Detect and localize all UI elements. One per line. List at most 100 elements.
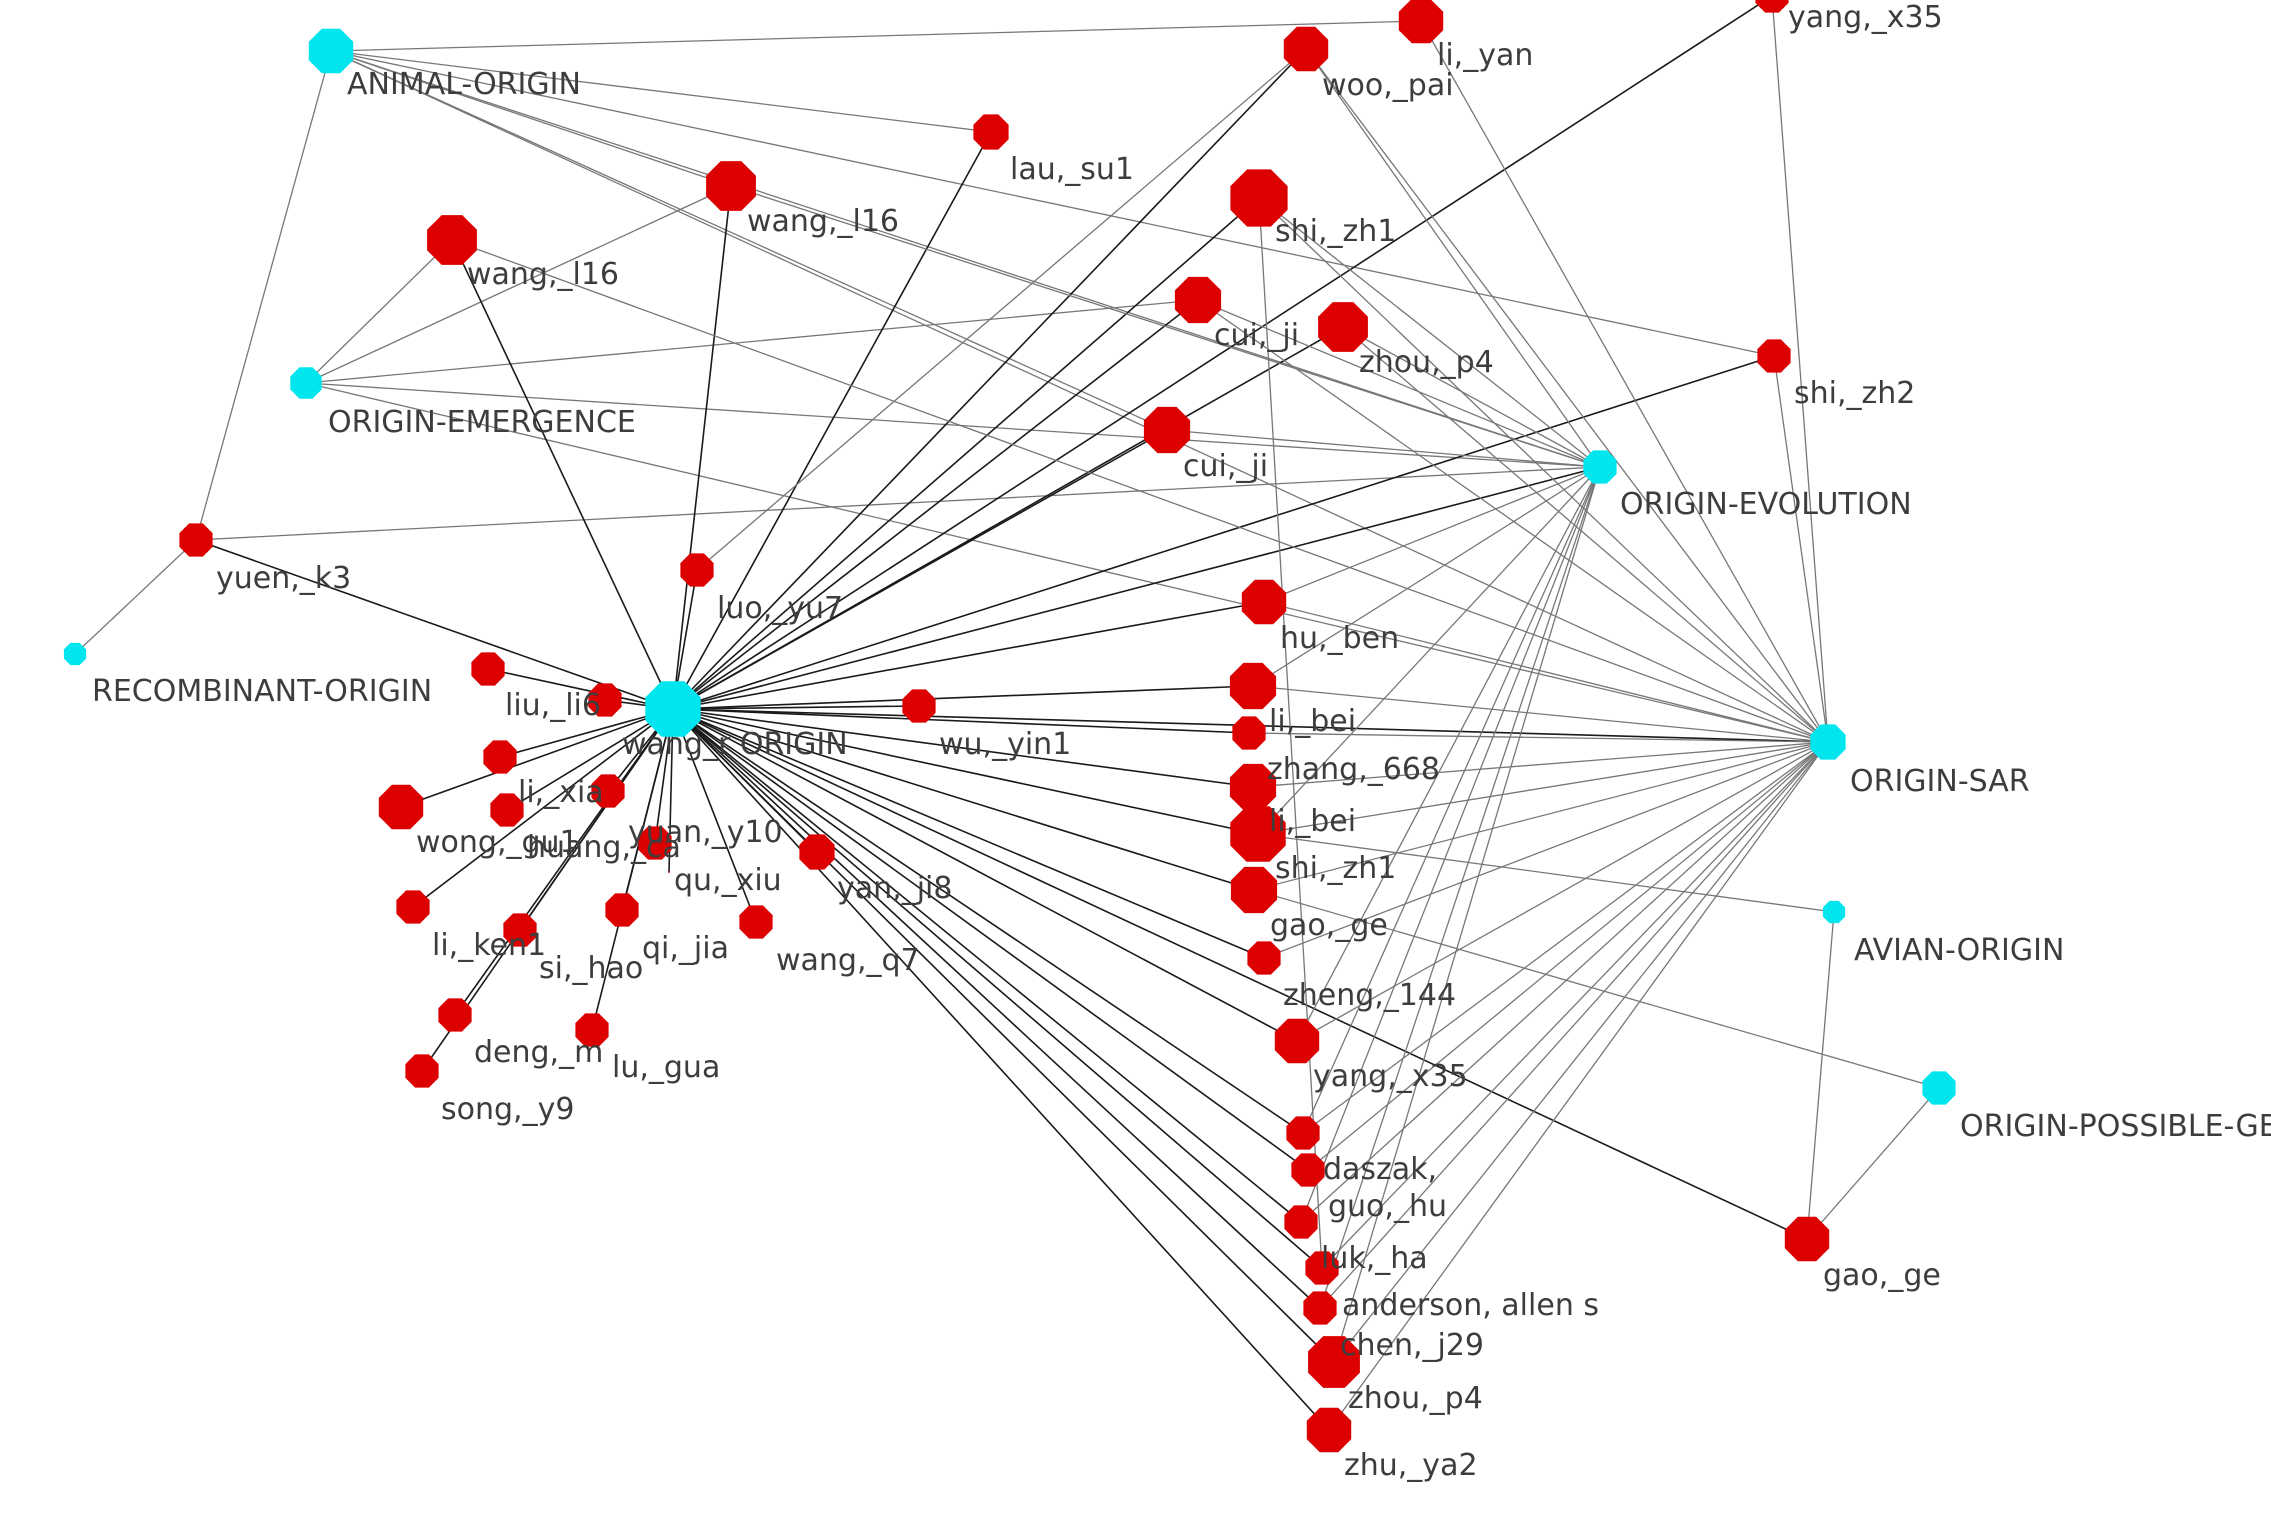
label-wang_l16_b: wang,_l16 <box>467 257 619 292</box>
node-zheng_144[interactable] <box>1247 941 1281 975</box>
node-origin_evolution[interactable] <box>1583 450 1617 484</box>
node-yuan_y10[interactable] <box>638 826 672 860</box>
node-woo_pai[interactable] <box>1283 26 1329 72</box>
node-qi_jia[interactable] <box>605 893 639 927</box>
node-animal_origin[interactable] <box>308 28 354 74</box>
node-qu_xiu[interactable] <box>668 871 670 873</box>
node-wang_origin[interactable] <box>645 681 701 737</box>
node-lau_su1[interactable] <box>973 114 1009 150</box>
edge-origin_sar-zhou_p4_top <box>1342 326 1829 743</box>
edge-origin_sar-woo_pai <box>1305 48 1829 743</box>
edge-origin_evolution-daszak <box>1302 466 1601 1134</box>
node-daszak[interactable] <box>1286 1116 1320 1150</box>
edge-origin_sar-hu_ben <box>1263 601 1829 743</box>
edge-origin_sar-li_bei_b <box>1252 741 1829 788</box>
node-wu_yin1[interactable] <box>902 689 936 723</box>
label-liu_li6: liu,_li6 <box>505 688 601 723</box>
node-cui_ji_b[interactable] <box>1143 406 1191 454</box>
label-yang_x35_top: yang,_x35 <box>1788 0 1943 35</box>
node-wang_l16_b[interactable] <box>427 215 477 265</box>
node-unlabeled_1[interactable] <box>471 652 505 686</box>
label-lu_gua: lu,_gua <box>612 1050 720 1085</box>
node-shi_zh2[interactable] <box>1757 339 1791 373</box>
label-lau_su1: lau,_su1 <box>1010 152 1134 187</box>
node-anderson[interactable] <box>1305 1251 1339 1285</box>
node-luk_ha[interactable] <box>1284 1205 1318 1239</box>
node-gao_ge_mid[interactable] <box>1230 866 1278 914</box>
edge-wang_origin-wang_q7 <box>672 708 757 923</box>
label-zhou_p4_top: zhou,_p4 <box>1359 345 1494 380</box>
edge-origin_evolution-chen_j29 <box>1319 466 1601 1309</box>
node-li_ken1[interactable] <box>396 890 430 924</box>
node-unlabeled_2[interactable] <box>591 774 625 808</box>
label-qi_jia: qi,_jia <box>642 931 729 966</box>
edge-animal_origin-li_yan <box>330 20 1422 52</box>
edge-origin_sar-li_yan <box>1420 20 1829 743</box>
edge-wang_origin-zhu_ya2 <box>672 708 1330 1431</box>
node-yuen_k3[interactable] <box>179 523 213 557</box>
node-origin_sar[interactable] <box>1810 724 1846 760</box>
node-lu_gua[interactable] <box>575 1013 609 1047</box>
node-wang_l16_a[interactable] <box>706 161 756 211</box>
label-li_bei_a: li,_bei <box>1269 704 1356 739</box>
label-wang_origin: wang_r ORIGIN <box>622 727 848 762</box>
node-zhou_p4[interactable] <box>1308 1336 1360 1388</box>
node-li_bei_b[interactable] <box>1229 763 1277 811</box>
node-avian_origin[interactable] <box>1822 900 1846 924</box>
edge-origin_sar-anderson <box>1321 741 1829 1269</box>
node-song_y9[interactable] <box>405 1054 439 1088</box>
edge-origin_emergence-origin_sar <box>305 382 1829 743</box>
edge-origin_evolution-yang_x35 <box>1296 466 1601 1042</box>
edge-wang_origin-shi_zh2 <box>672 355 1775 710</box>
label-chen_j29: chen,_j29 <box>1340 1328 1484 1363</box>
label-yuen_k3: yuen,_k3 <box>216 561 351 596</box>
node-shi_zh1_mid[interactable] <box>1230 806 1286 862</box>
node-li_yan[interactable] <box>1398 0 1444 44</box>
node-origin_emergence[interactable] <box>290 367 322 399</box>
node-zhu_ya2[interactable] <box>1306 1407 1352 1453</box>
label-cui_ji_a: cui,_ji <box>1214 318 1299 353</box>
node-cui_ji_a[interactable] <box>1174 276 1222 324</box>
node-wang_q7[interactable] <box>739 905 773 939</box>
node-deng_m[interactable] <box>438 998 472 1032</box>
node-gao_ge[interactable] <box>1784 1216 1830 1262</box>
edge-wang_origin-yan_ji8 <box>672 708 818 853</box>
node-wong_gu1[interactable] <box>378 784 424 830</box>
node-liu_li6[interactable] <box>588 683 622 717</box>
label-wang_l16_a: wang,_l16 <box>747 204 899 239</box>
node-li_bei_a[interactable] <box>1229 662 1277 710</box>
edge-wang_origin-guo_hu <box>672 708 1309 1171</box>
node-yang_x35_top[interactable] <box>1755 0 1789 13</box>
node-yan_ji8[interactable] <box>799 834 835 870</box>
node-chen_j29[interactable] <box>1303 1291 1337 1325</box>
edge-origin_sar-shi_zh1_top <box>1258 197 1829 743</box>
node-li_xia[interactable] <box>483 740 517 774</box>
edge-origin_sar-yang_x35 <box>1296 741 1829 1042</box>
node-si_hao[interactable] <box>503 913 537 947</box>
node-zhang_668[interactable] <box>1232 716 1266 750</box>
node-origin_possible[interactable] <box>1922 1071 1956 1105</box>
edge-origin_sar-daszak <box>1302 741 1829 1134</box>
node-shi_zh1_top[interactable] <box>1230 169 1288 227</box>
label-zhou_p4: zhou,_p4 <box>1348 1381 1483 1416</box>
node-huang_ca[interactable] <box>490 793 524 827</box>
node-hu_ben[interactable] <box>1241 579 1287 625</box>
nodes-layer <box>63 0 1956 1453</box>
edge-wang_origin-zhang_668 <box>672 708 1250 734</box>
edge-origin_sar-zhu_ya2 <box>1328 741 1829 1431</box>
node-luo_yu7[interactable] <box>680 553 714 587</box>
label-yang_x35: yang,_x35 <box>1313 1059 1468 1094</box>
edge-wang_origin-shi_zh1_top <box>672 197 1260 710</box>
edge-origin_sar-zheng_144 <box>1263 741 1829 959</box>
label-shi_zh1_mid: shi,_zh1 <box>1275 851 1396 886</box>
edge-wang_origin-zheng_144 <box>672 708 1265 959</box>
node-zhou_p4_top[interactable] <box>1318 302 1368 352</box>
edge-avian_origin-gao_ge <box>1806 911 1835 1240</box>
edge-wang_origin-li_ken1 <box>412 708 674 908</box>
node-recombinant_origin[interactable] <box>63 642 87 666</box>
node-yang_x35[interactable] <box>1274 1018 1320 1064</box>
edge-wang_origin-wu_yin1 <box>672 705 920 710</box>
node-guo_hu[interactable] <box>1291 1153 1325 1187</box>
edge-wang_origin-cui_ji_a <box>672 299 1199 710</box>
edge-origin_evolution-shi_zh1_mid <box>1257 466 1601 835</box>
